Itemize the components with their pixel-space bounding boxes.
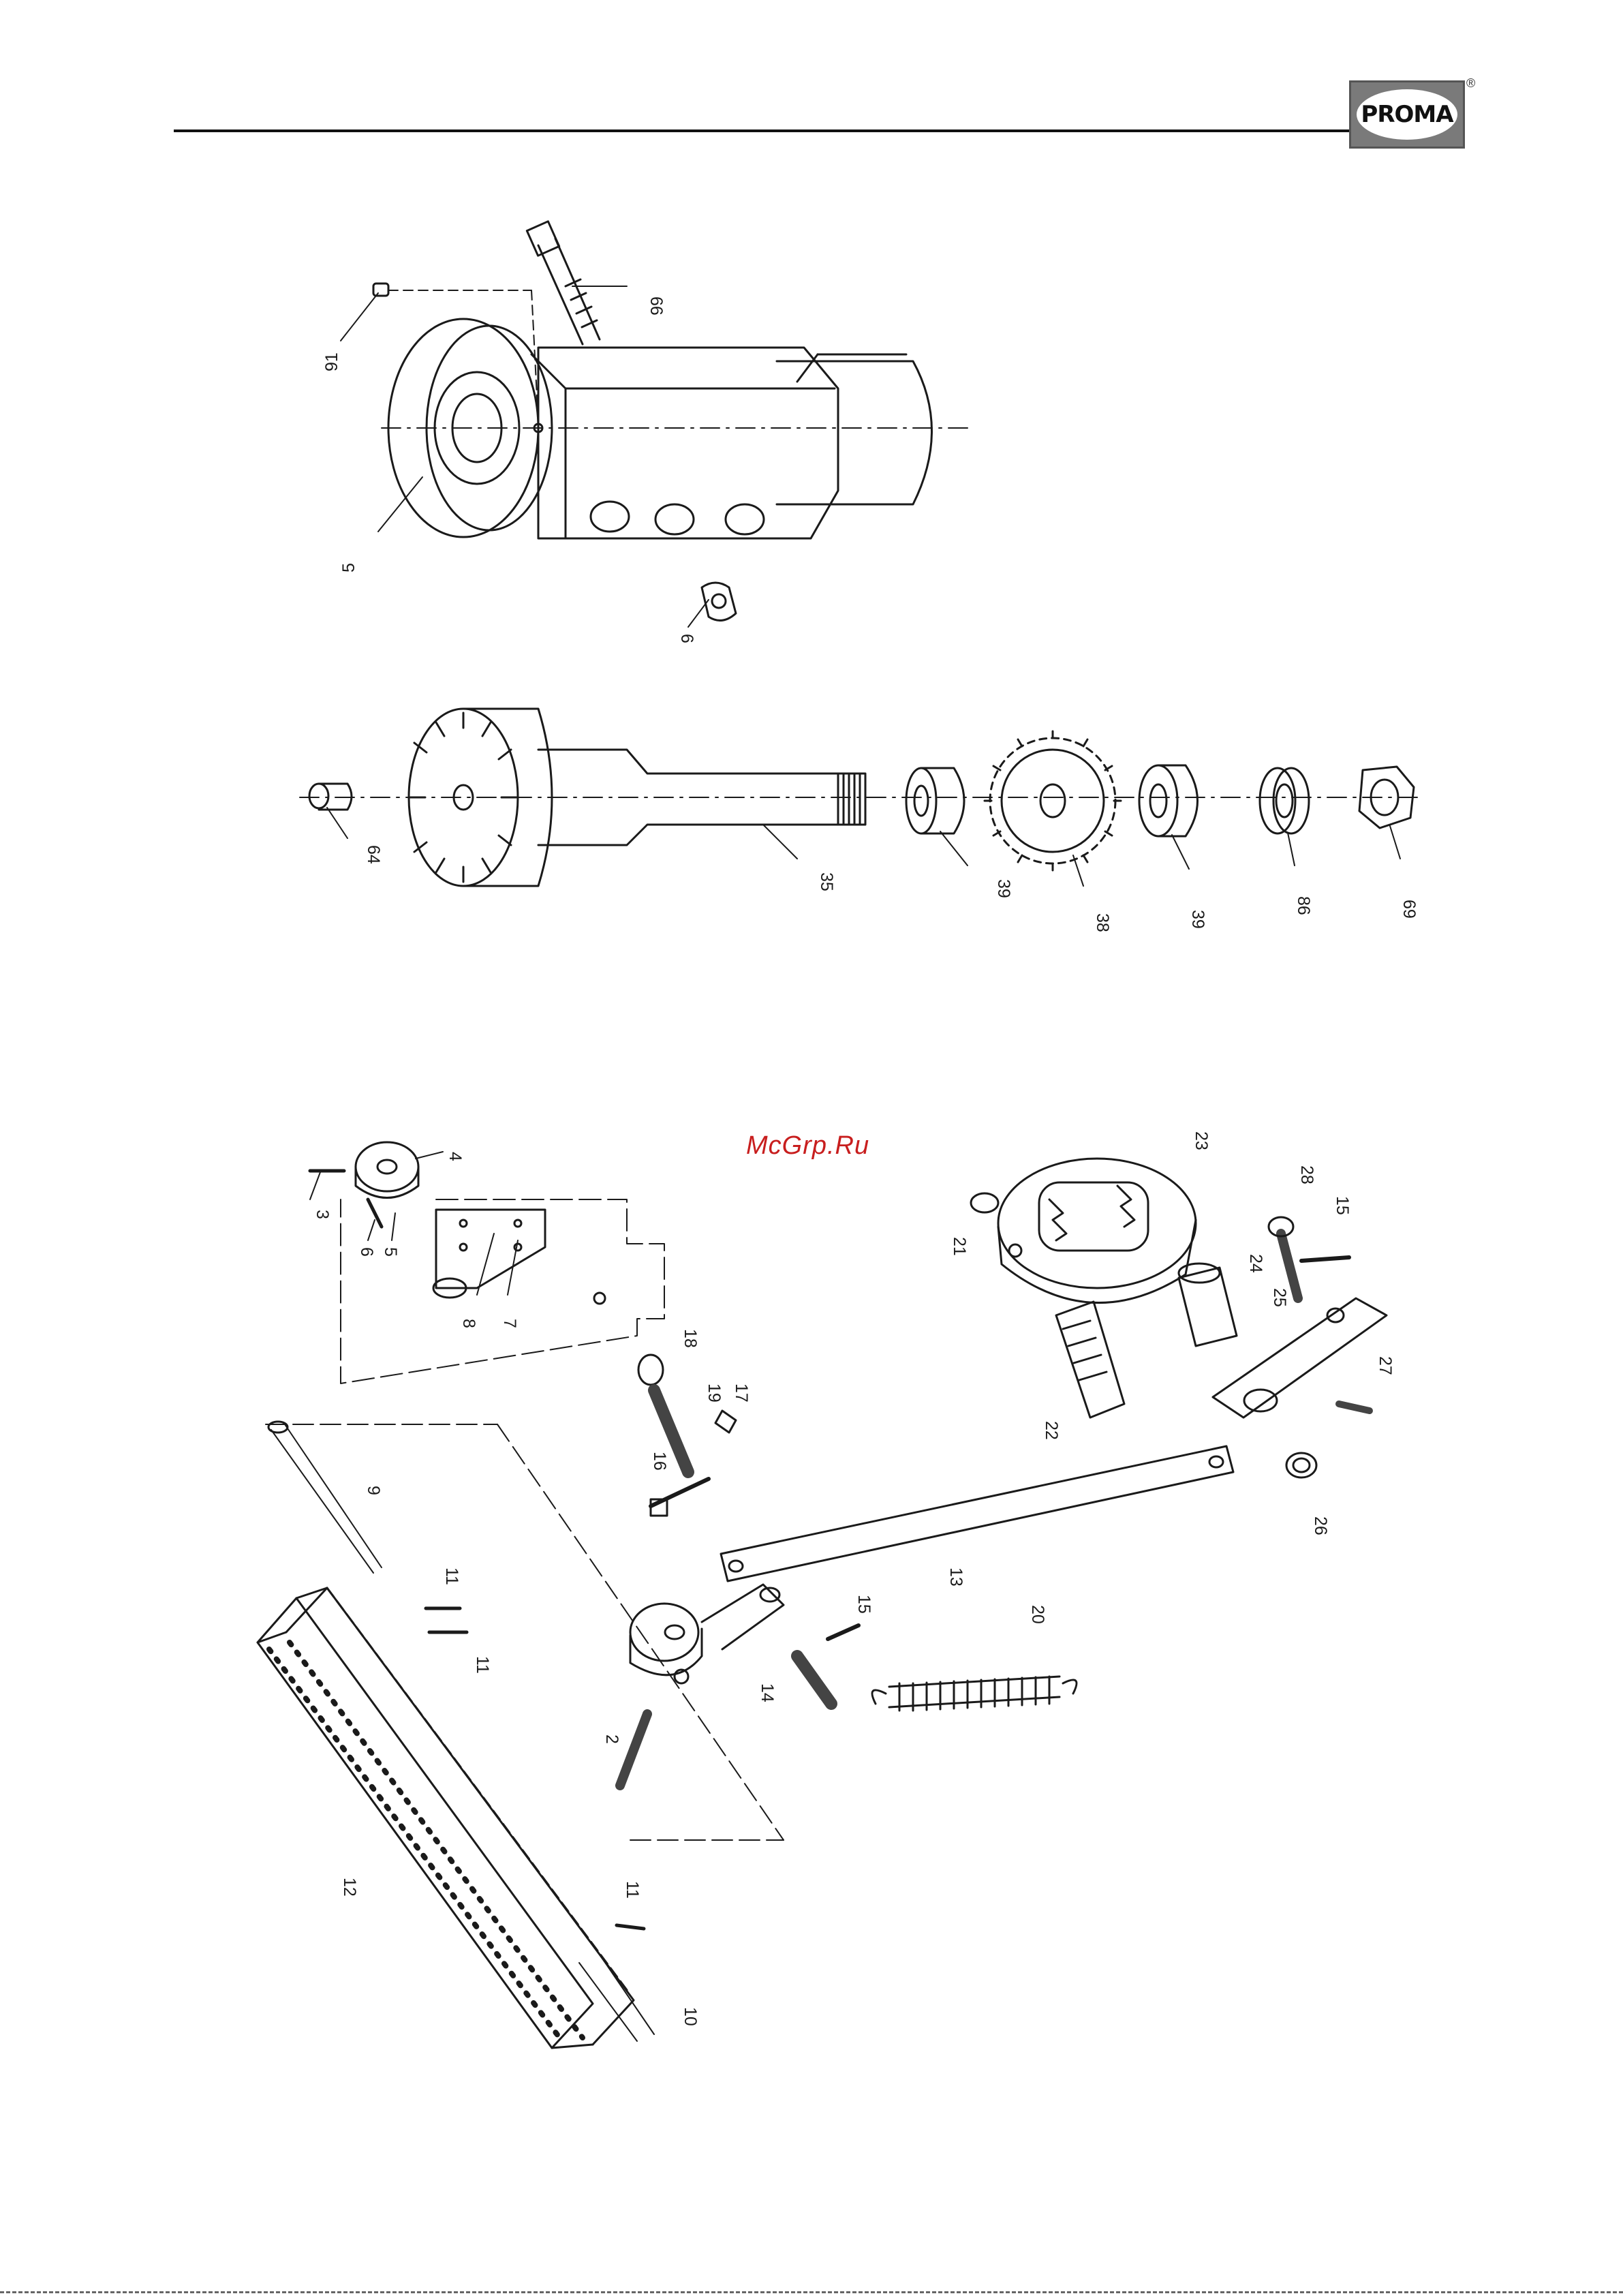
label-23: 23 [1192, 1131, 1211, 1150]
label-26: 26 [1311, 1516, 1330, 1535]
label-17: 17 [732, 1383, 751, 1403]
label-18: 18 [681, 1329, 700, 1348]
label-22: 22 [1042, 1421, 1061, 1440]
bottom-lever-assembly [258, 1142, 1387, 2048]
label-35: 35 [817, 872, 836, 891]
label-9: 9 [364, 1486, 383, 1495]
label-38: 38 [1093, 913, 1112, 932]
label-24: 24 [1246, 1254, 1265, 1273]
label-11a: 11 [442, 1567, 461, 1585]
label-64: 64 [364, 845, 383, 864]
label-5: 5 [339, 563, 358, 572]
label-8: 8 [459, 1319, 478, 1328]
label-14: 14 [758, 1683, 777, 1702]
watermark-text: McGrp.Ru [746, 1131, 869, 1161]
part-labels-middle: 64 35 39 38 39 86 69 [364, 845, 1419, 932]
label-39a: 39 [994, 879, 1013, 898]
label-28: 28 [1297, 1165, 1316, 1184]
label-2: 2 [602, 1734, 621, 1744]
label-11c: 11 [623, 1881, 642, 1899]
label-4: 4 [446, 1152, 465, 1161]
label-3: 3 [313, 1210, 332, 1219]
label-66: 66 [647, 296, 666, 316]
label-16: 16 [650, 1452, 669, 1471]
middle-shaft-assembly [300, 709, 1424, 886]
label-86: 86 [1294, 896, 1313, 915]
label-6b: 6 [357, 1247, 376, 1257]
label-11b: 11 [473, 1656, 492, 1674]
label-27: 27 [1376, 1356, 1395, 1375]
label-25: 25 [1270, 1288, 1289, 1307]
page-bottom-edge [0, 2291, 1623, 2293]
label-39b: 39 [1188, 910, 1207, 929]
label-7: 7 [500, 1319, 519, 1328]
label-21: 21 [950, 1237, 969, 1256]
label-20: 20 [1028, 1605, 1047, 1624]
label-6: 6 [677, 634, 696, 643]
label-69: 69 [1400, 900, 1419, 919]
label-5b: 5 [381, 1247, 400, 1257]
label-10: 10 [681, 2007, 700, 2026]
top-housing-assembly [341, 221, 974, 627]
label-15b: 15 [1333, 1196, 1352, 1215]
label-19: 19 [705, 1383, 724, 1403]
label-12: 12 [340, 1878, 359, 1897]
label-15a: 15 [854, 1595, 874, 1614]
label-13: 13 [946, 1567, 965, 1587]
label-91: 91 [322, 352, 341, 371]
